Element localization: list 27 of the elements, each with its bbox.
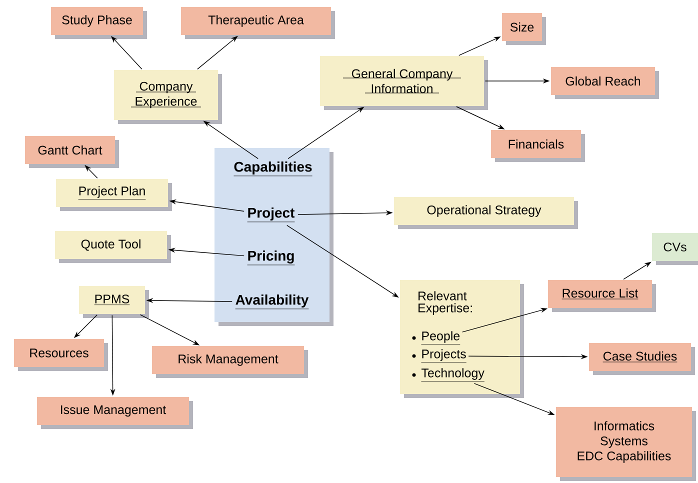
panel-item: Availability	[235, 294, 309, 310]
topic-box: Issue Management	[37, 397, 193, 429]
list-item: People	[421, 331, 460, 344]
topic-box: CVs	[652, 233, 698, 265]
panel-item: Project	[247, 207, 295, 222]
category-box: Operational Strategy	[394, 197, 578, 229]
category-box: Quote Tool	[55, 231, 171, 263]
topic-box: Financials	[491, 130, 585, 162]
list-item: Technology	[421, 368, 485, 382]
list-item: Projects	[421, 349, 467, 362]
category-box: PPMS	[79, 286, 149, 318]
topic-box: Therapeutic Area	[181, 7, 335, 39]
category-box: Company Experience	[114, 70, 222, 124]
topic-box: Study Phase	[51, 7, 147, 39]
topic-box: Gantt Chart	[25, 136, 119, 168]
category-box: Project Plan	[56, 179, 172, 211]
topic-box: Global Reach	[551, 67, 659, 99]
topic-box: Case Studies	[589, 343, 695, 375]
category-box: General Company Information	[320, 56, 488, 110]
topic-box: Risk Management	[152, 346, 308, 378]
panel-item: Pricing	[247, 250, 295, 266]
topic-box: Informatics Systems EDC Capabilities	[556, 407, 696, 481]
capabilities-panel	[214, 148, 334, 326]
topic-box: Size	[502, 13, 546, 45]
topic-box: Resource List	[548, 280, 656, 312]
topic-box: Resources	[14, 339, 108, 371]
panel-heading: Capabilities	[234, 161, 312, 176]
